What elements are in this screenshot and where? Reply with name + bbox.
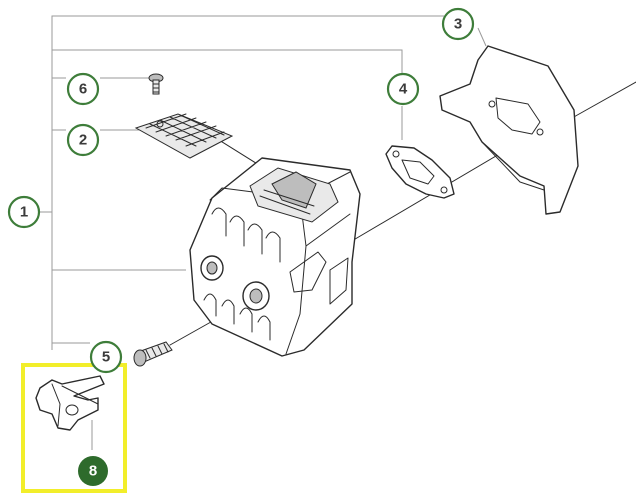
callout-6[interactable]: 6 xyxy=(66,72,100,106)
spark-arrester-screen xyxy=(134,113,234,159)
callout-2-label: 2 xyxy=(79,132,87,149)
callout-3[interactable]: 3 xyxy=(441,7,475,41)
callout-6-label: 6 xyxy=(79,81,87,98)
callout-8[interactable]: 8 xyxy=(78,456,108,486)
screw xyxy=(148,73,164,95)
leader-lines xyxy=(36,15,487,450)
heat-shield-plate xyxy=(439,45,579,215)
callout-1-label: 1 xyxy=(20,204,28,221)
callout-4-label: 4 xyxy=(399,81,408,98)
exhaust-gasket xyxy=(385,145,455,199)
bolt xyxy=(133,341,173,367)
muffler-body xyxy=(189,157,361,357)
callout-2[interactable]: 2 xyxy=(66,123,100,157)
highlight-box xyxy=(21,363,127,493)
callout-5[interactable]: 5 xyxy=(89,340,123,374)
spring-clip xyxy=(35,375,105,431)
callout-5-label: 5 xyxy=(102,349,110,366)
callout-4[interactable]: 4 xyxy=(386,72,420,106)
callout-1[interactable]: 1 xyxy=(7,195,41,229)
callout-3-label: 3 xyxy=(454,16,462,33)
callout-8-label: 8 xyxy=(89,463,97,480)
